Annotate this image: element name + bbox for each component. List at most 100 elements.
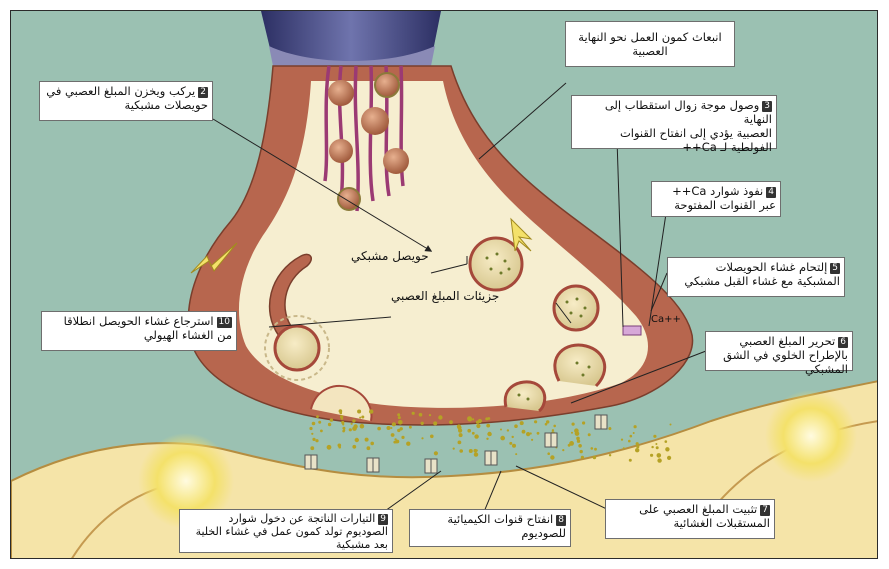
cleft-molecule-dot — [318, 421, 321, 424]
cleft-molecule-dot — [409, 426, 412, 429]
cleft-molecule-dot — [512, 444, 516, 448]
cleft-molecule-dot — [453, 448, 455, 450]
cleft-molecule-dot — [459, 449, 463, 453]
cleft-molecule-dot — [667, 456, 671, 460]
cleft-molecule-dot — [359, 417, 361, 419]
cleft-molecule-dot — [665, 440, 668, 443]
cleft-molecule-dot — [514, 424, 518, 428]
cleft-molecule-dot — [311, 433, 313, 435]
cleft-molecule-dot — [370, 442, 374, 446]
cleft-molecule-dot — [340, 412, 343, 415]
cleft-molecule-dot — [387, 426, 391, 430]
cleft-molecule-dot — [338, 446, 341, 449]
cleft-molecule-dot — [650, 454, 653, 457]
cleft-molecule-dot — [421, 422, 424, 425]
cleft-molecule-dot — [351, 423, 353, 425]
cleft-molecule-dot — [419, 413, 423, 417]
cleft-molecule-dot — [621, 439, 623, 441]
cleft-molecule-dot — [349, 428, 352, 431]
cleft-molecule-dot — [459, 433, 463, 437]
cleft-molecule-dot — [352, 419, 355, 422]
cleft-molecule-dot — [390, 427, 392, 429]
cleft-molecule-dot — [534, 420, 537, 423]
cleft-molecule-dot — [398, 416, 401, 419]
cleft-molecule-dot — [630, 435, 633, 438]
cleft-molecule-dot — [666, 449, 668, 451]
cleft-molecule-dot — [582, 421, 585, 424]
cleft-molecule-dot — [629, 459, 632, 462]
cleft-molecule-dot — [562, 449, 564, 451]
cleft-molecule-dot — [670, 424, 672, 426]
receptor-icon — [545, 433, 557, 447]
cleft-molecule-dot — [526, 432, 530, 436]
cleft-molecule-dot — [635, 448, 639, 452]
diagram-frame: انبعاث كمون العمل نحو النهاية العصبية 2ي… — [10, 10, 878, 559]
cleft-molecule-dot — [569, 441, 574, 446]
cleft-molecule-dot — [449, 420, 453, 424]
cleft-molecule-dot — [591, 447, 594, 450]
cleft-molecule-dot — [328, 423, 331, 426]
cleft-molecule-dot — [553, 425, 556, 428]
cleft-molecule-dot — [656, 446, 659, 449]
cleft-molecule-dot — [509, 442, 512, 445]
cleft-molecule-dot — [352, 445, 356, 449]
cleft-molecule-dot — [472, 432, 475, 435]
cleft-molecule-dot — [571, 432, 573, 434]
cleft-molecule-dot — [458, 429, 462, 433]
cleft-molecule-dot — [531, 439, 533, 441]
cleft-molecule-dot — [377, 427, 381, 431]
cleft-molecule-dot — [312, 438, 315, 441]
label-step-4: 4نفوذ شوارد Ca++ عبر القنوات المفتوحة — [651, 181, 781, 217]
cleft-molecule-dot — [512, 436, 514, 438]
cleft-molecule-dot — [507, 429, 509, 431]
cleft-molecule-dot — [593, 456, 597, 460]
cleft-molecule-dot — [623, 447, 625, 449]
cleft-molecule-dot — [581, 456, 584, 459]
cleft-molecule-dot — [361, 416, 364, 419]
cleft-molecule-dot — [309, 427, 312, 430]
label-step-3: 3وصول موجة زوال استقطاب إلى النهاية العص… — [571, 95, 777, 149]
cleft-molecule-dot — [397, 413, 400, 416]
cleft-molecule-dot — [580, 450, 583, 453]
cleft-molecule-dot — [360, 424, 365, 429]
glow-right — [765, 390, 857, 482]
cleft-molecule-dot — [315, 439, 318, 442]
cleft-molecule-dot — [392, 423, 395, 426]
receptor-icon — [485, 451, 497, 465]
receptor-icon — [305, 455, 317, 469]
cleft-molecule-dot — [353, 424, 357, 428]
cleft-molecule-dot — [653, 435, 656, 438]
cleft-molecule-dot — [550, 455, 554, 459]
cleft-molecule-dot — [575, 431, 580, 436]
cleft-molecule-dot — [657, 458, 661, 462]
label-step-9: 9التيارات الناتجة عن دخول شوارد الصوديوم… — [179, 509, 393, 553]
label-step-7: 7تثبيت المبلغ العصبي على المستقبلات الغش… — [605, 499, 775, 539]
cleft-molecule-dot — [421, 437, 423, 439]
cleft-molecule-dot — [357, 410, 361, 414]
label-action-potential: انبعاث كمون العمل نحو النهاية العصبية — [565, 21, 735, 67]
cleft-molecule-dot — [522, 430, 526, 434]
cleft-molecule-dot — [341, 418, 343, 420]
cleft-molecule-dot — [438, 415, 442, 419]
cleft-molecule-dot — [552, 429, 554, 431]
cleft-molecule-dot — [515, 453, 517, 455]
cleft-molecule-dot — [633, 432, 635, 434]
cleft-molecule-dot — [458, 441, 462, 445]
ca-channel — [623, 326, 641, 335]
cleft-molecule-dot — [651, 446, 653, 448]
cleft-molecule-dot — [355, 438, 359, 442]
cleft-molecule-dot — [500, 436, 505, 441]
cleft-molecule-dot — [342, 423, 344, 425]
cleft-molecule-dot — [434, 451, 438, 455]
cleft-molecule-dot — [369, 409, 373, 413]
cleft-molecule-dot — [636, 445, 639, 448]
cleft-molecule-dot — [636, 442, 639, 445]
cleft-molecule-dot — [400, 427, 403, 430]
cleft-molecule-dot — [343, 429, 345, 431]
cleft-molecule-dot — [310, 446, 314, 450]
cleft-molecule-dot — [365, 438, 369, 442]
cleft-molecule-dot — [657, 453, 662, 458]
cleft-molecule-dot — [467, 429, 471, 433]
label-step-6: 6تحرير المبلغ العصبي بالإطراح الخلوي في … — [705, 331, 853, 371]
cleft-molecule-dot — [391, 433, 395, 437]
